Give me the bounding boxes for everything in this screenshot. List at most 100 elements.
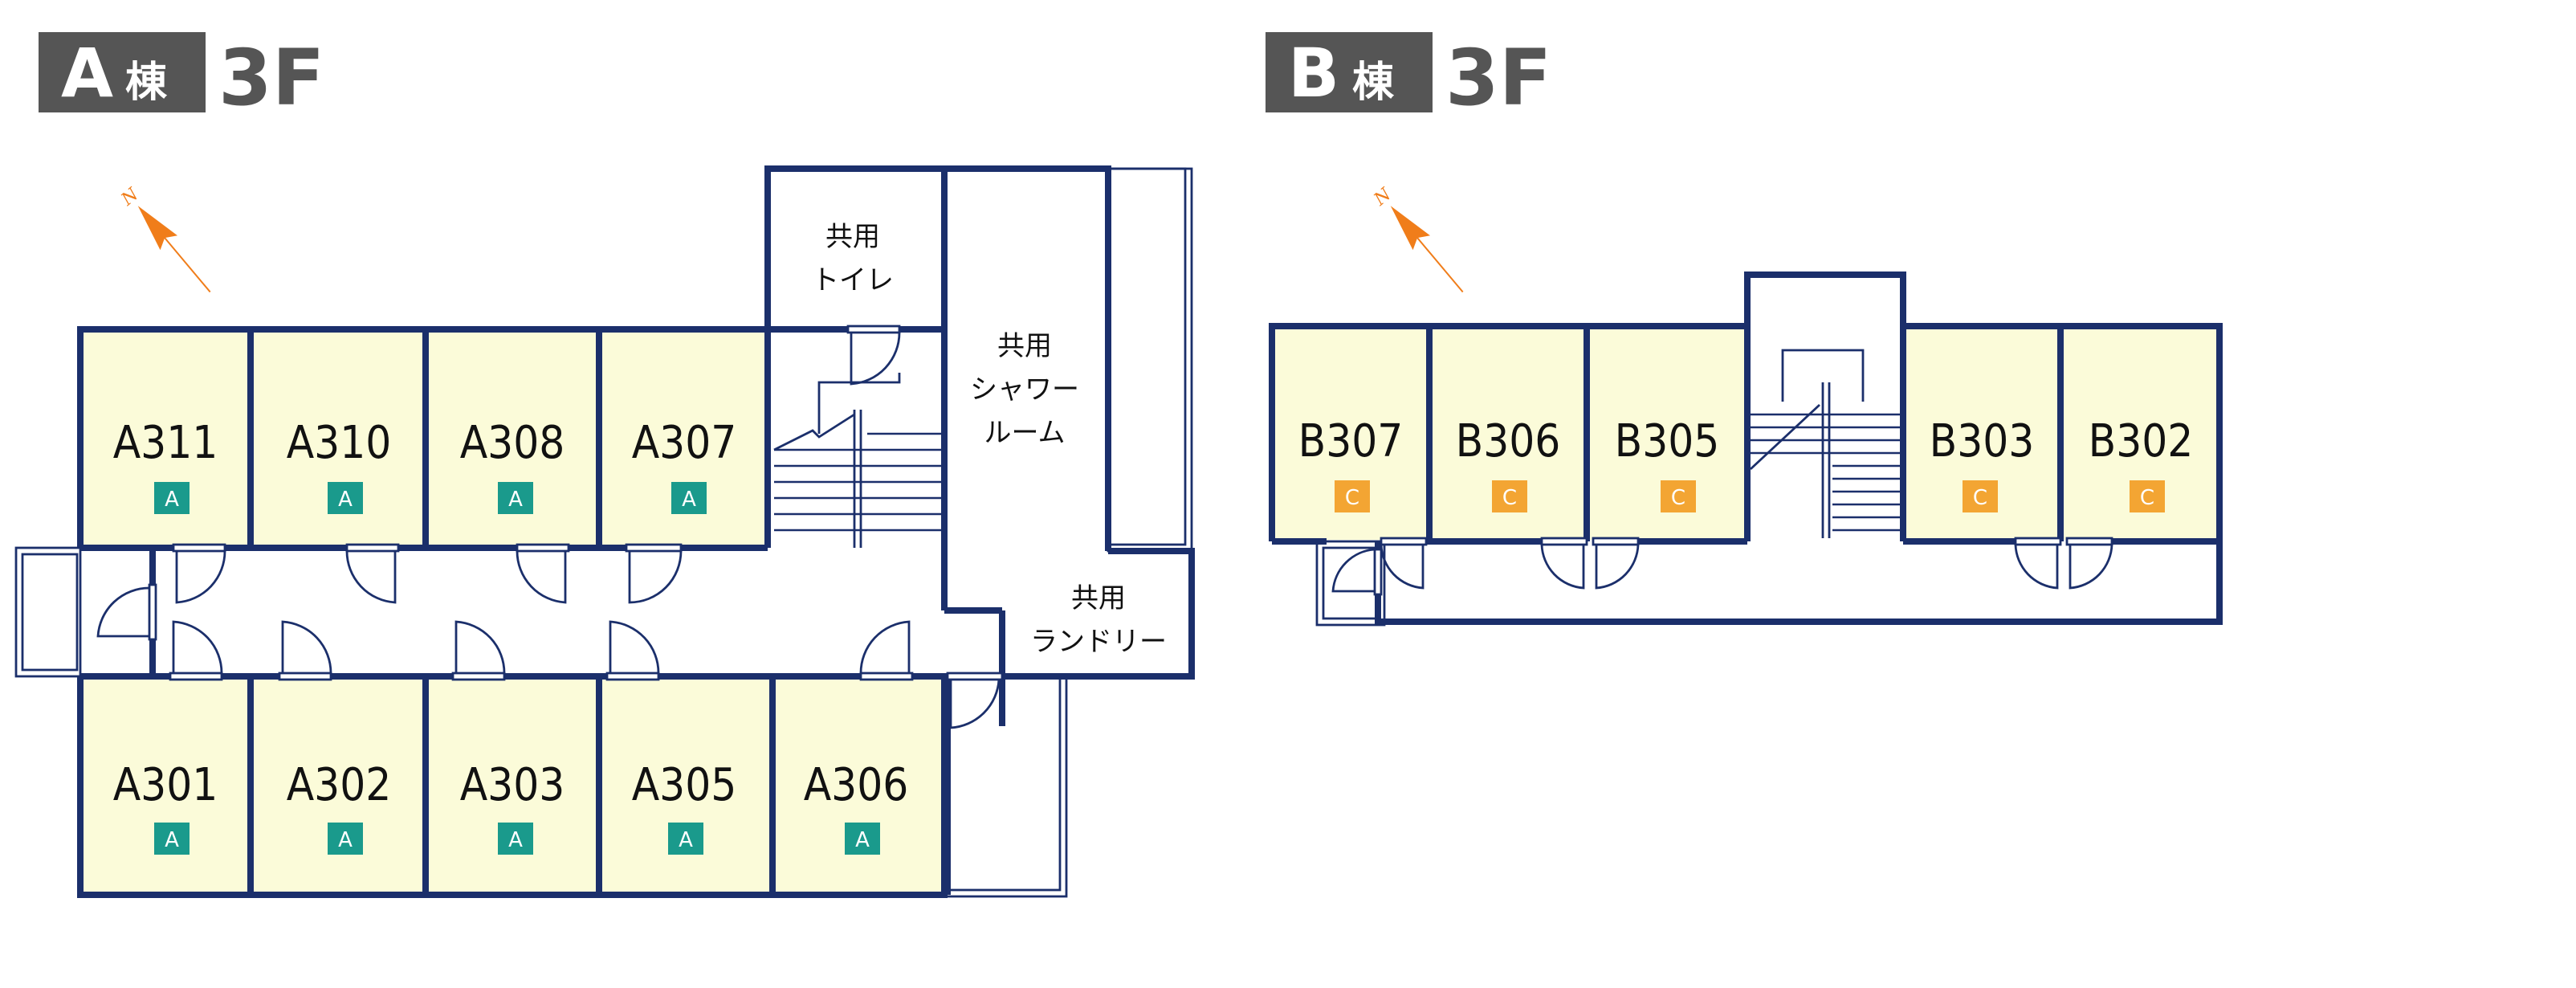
room-type-tag xyxy=(328,823,363,855)
laundry-label-line1: 共用 xyxy=(1071,582,1126,614)
stairs-a xyxy=(773,373,941,548)
building-b-badge xyxy=(1266,32,1433,112)
room-type: A xyxy=(165,828,179,852)
room-type: A xyxy=(679,828,693,852)
shower-label-line3: ルーム xyxy=(984,417,1066,449)
compass-a: N xyxy=(117,184,211,293)
toilet-label-line2: トイレ xyxy=(812,264,894,296)
room-type-tag xyxy=(498,823,533,855)
west-balcony-inner xyxy=(21,553,79,672)
room-number: A303 xyxy=(460,759,565,811)
room-a306[interactable]: A306 A xyxy=(804,759,909,855)
room-type: A xyxy=(682,488,696,512)
laundry-label-line2: ランドリー xyxy=(1030,626,1167,658)
room-number: A310 xyxy=(287,417,392,469)
room-type-tag xyxy=(328,482,363,514)
room-type: C xyxy=(1973,486,1987,510)
room-a310[interactable]: A310 A xyxy=(287,417,392,514)
room-b307[interactable]: B307 C xyxy=(1298,415,1404,512)
room-number: B303 xyxy=(1930,415,2035,467)
room-number: B302 xyxy=(2089,415,2194,467)
compass-north-label: N xyxy=(117,184,143,210)
room-type-tag xyxy=(154,482,190,514)
room-type: C xyxy=(1345,486,1359,510)
room-type-tag xyxy=(154,823,190,855)
room-b306[interactable]: B306 C xyxy=(1456,415,1561,512)
building-a-kanji: 棟 xyxy=(125,59,168,107)
building-b-floor: 3F xyxy=(1445,33,1551,123)
room-a302[interactable]: A302 A xyxy=(287,759,392,855)
room-type: A xyxy=(508,828,523,852)
building-a-plan: A311 A A310 A A308 A A307 A A301 A A302 xyxy=(14,165,1195,898)
compass-tail xyxy=(1416,237,1464,293)
room-cell xyxy=(252,676,424,895)
building-a-header: A 棟 3F xyxy=(39,32,324,123)
room-cell xyxy=(427,676,597,895)
room-type-tag xyxy=(498,482,533,514)
room-a305[interactable]: A305 A xyxy=(632,759,737,855)
east-balcony xyxy=(1107,167,1193,553)
building-b-letter: B xyxy=(1288,34,1339,112)
room-type-tag xyxy=(668,823,703,855)
room-number: A302 xyxy=(287,759,392,811)
room-type: C xyxy=(1502,486,1517,510)
room-type-tag xyxy=(1963,480,1998,512)
building-a-badge xyxy=(39,32,206,112)
room-number: A306 xyxy=(804,759,909,811)
room-type: A xyxy=(338,488,353,512)
room-number: B305 xyxy=(1615,415,1720,467)
room-type: A xyxy=(338,828,353,852)
compass-b: N xyxy=(1370,184,1464,293)
room-type: A xyxy=(508,488,523,512)
room-number: A307 xyxy=(632,417,737,469)
room-row-bottom xyxy=(80,676,941,895)
room-a303[interactable]: A303 A xyxy=(460,759,565,855)
building-b-doors xyxy=(1331,537,2113,596)
room-type-tag xyxy=(2130,480,2165,512)
room-cell xyxy=(80,676,249,895)
room-cell xyxy=(774,676,941,895)
compass-arrow-icon xyxy=(1390,206,1431,251)
building-b-header: B 棟 3F xyxy=(1266,32,1551,123)
building-a-floor: 3F xyxy=(218,33,324,123)
toilet-label-line1: 共用 xyxy=(825,221,880,253)
room-a308[interactable]: A308 A xyxy=(460,417,565,514)
room-number: A305 xyxy=(632,759,737,811)
compass-arrow-icon xyxy=(137,206,178,251)
room-b303[interactable]: B303 C xyxy=(1930,415,2035,512)
room-type-tag xyxy=(1492,480,1527,512)
building-b-plan: B307 C B306 C B305 C B303 C B302 C xyxy=(1269,271,2223,627)
room-type: A xyxy=(855,828,870,852)
room-number: A301 xyxy=(113,759,218,811)
shower-label-line1: 共用 xyxy=(997,330,1052,362)
room-type-tag xyxy=(845,823,880,855)
room-number: B306 xyxy=(1456,415,1561,467)
room-type-tag xyxy=(1661,480,1696,512)
room-number: A308 xyxy=(460,417,565,469)
room-number: B307 xyxy=(1298,415,1404,467)
building-a-walls xyxy=(77,165,1195,898)
shower-label-line2: シャワー xyxy=(970,374,1079,406)
room-type: A xyxy=(165,488,179,512)
compass-north-label: N xyxy=(1370,184,1396,210)
stairs-b xyxy=(1750,349,1900,538)
room-a307[interactable]: A307 A xyxy=(632,417,737,514)
room-a311[interactable]: A311 A xyxy=(113,417,218,514)
room-type-tag xyxy=(671,482,707,514)
compass-tail xyxy=(164,237,211,293)
west-balcony xyxy=(14,546,82,678)
common-shower: 共用 シャワー ルーム xyxy=(970,330,1079,449)
room-type-tag xyxy=(1335,480,1370,512)
room-type: C xyxy=(1671,486,1685,510)
room-number: A311 xyxy=(113,417,218,469)
room-type: C xyxy=(2140,486,2154,510)
room-b302[interactable]: B302 C xyxy=(2089,415,2194,512)
east-balcony-inner xyxy=(1107,167,1187,546)
building-a-doors xyxy=(96,325,1004,729)
room-a301[interactable]: A301 A xyxy=(113,759,218,855)
room-cell xyxy=(601,676,771,895)
room-b305[interactable]: B305 C xyxy=(1615,415,1720,512)
building-b-walls xyxy=(1269,271,2223,625)
common-laundry: 共用 ランドリー xyxy=(1030,582,1167,658)
